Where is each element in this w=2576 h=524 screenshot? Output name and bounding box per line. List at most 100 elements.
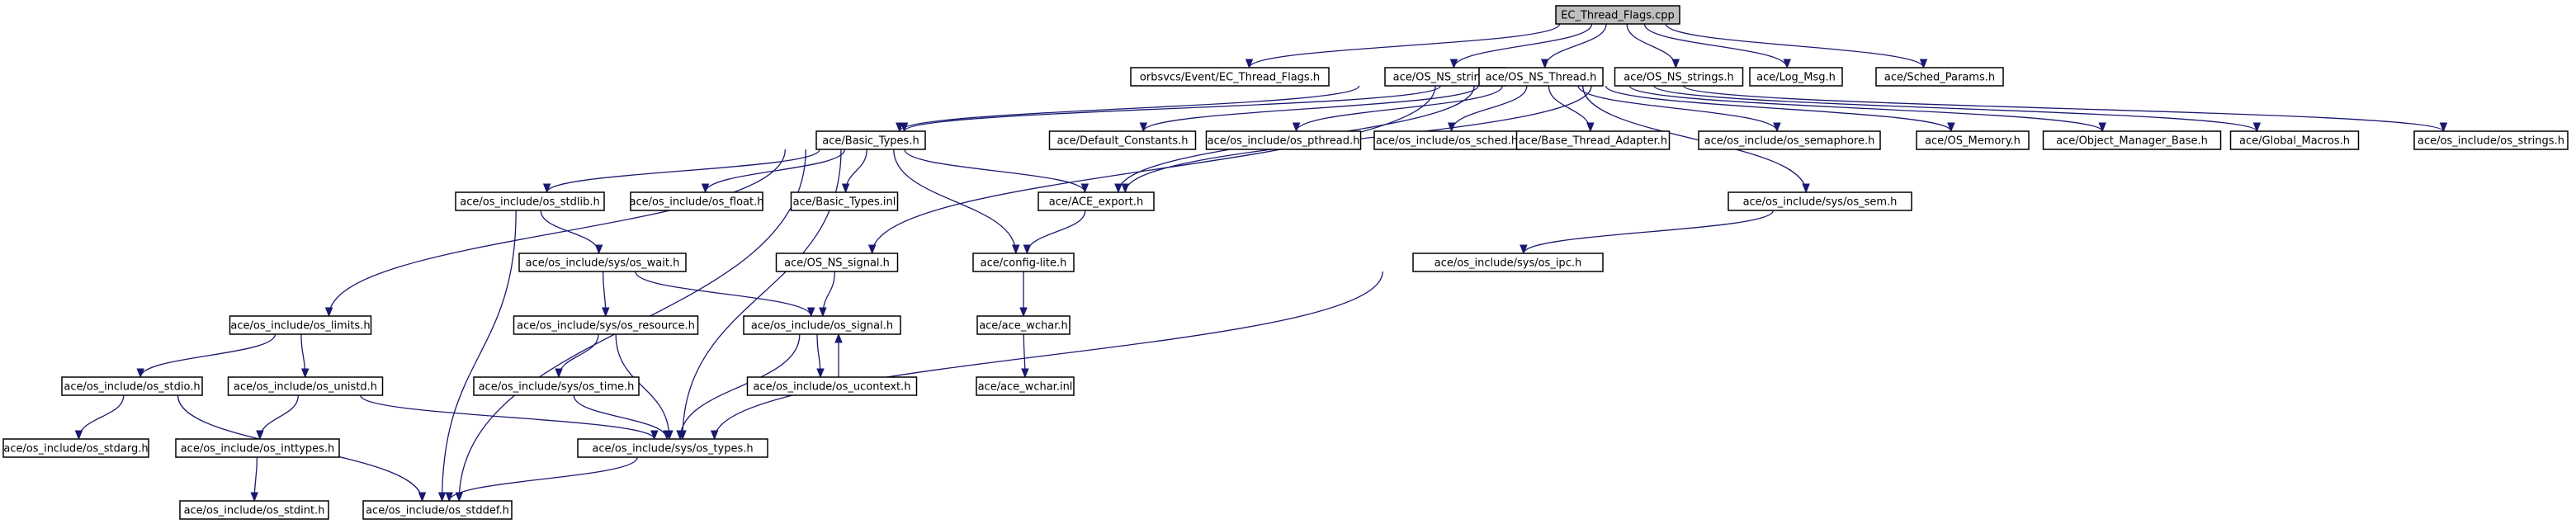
node-cfglite[interactable]: ace/config-lite.h (972, 253, 1075, 272)
edge-line (704, 149, 845, 193)
node-stdarg[interactable]: ace/os_include/os_stdarg.h (2, 438, 149, 458)
edge-basic-to-float (701, 149, 845, 194)
node-unistd[interactable]: ace/os_include/os_unistd.h (227, 376, 384, 396)
node-limits[interactable]: ace/os_include/os_limits.h (229, 315, 372, 335)
node-time[interactable]: ace/os_include/sys/os_time.h (473, 376, 640, 396)
node-nsstr[interactable]: ace/OS_NS_string.h (1384, 67, 1506, 87)
node-label: ace/os_include/os_float.h (629, 196, 763, 209)
node-osmem[interactable]: ace/OS_Memory.h (1916, 130, 2030, 150)
node-label: ace/os_include/sys/os_ipc.h (1435, 257, 1581, 270)
node-wait[interactable]: ace/os_include/sys/os_wait.h (518, 253, 687, 272)
arrowhead-icon (1802, 183, 1810, 194)
node-omb[interactable]: ace/Object_Manager_Base.h (2042, 130, 2222, 150)
node-nsstrings[interactable]: ace/OS_NS_strings.h (1614, 67, 1744, 87)
arrowhead-icon (437, 492, 447, 503)
node-box (1412, 253, 1604, 272)
arrowhead-icon (1019, 307, 1028, 318)
node-box (743, 315, 901, 335)
node-nssig[interactable]: ace/OS_NS_signal.h (775, 253, 899, 272)
node-osstrings[interactable]: ace/os_include/os_strings.h (2413, 130, 2569, 150)
node-basic[interactable]: ace/Basic_Types.h (815, 130, 926, 150)
node-label: orbsvcs/Event/EC_Thread_Flags.h (1140, 72, 1320, 84)
node-label: ace/os_include/os_strings.h (2418, 135, 2564, 148)
node-orb[interactable]: orbsvcs/Event/EC_Thread_Flags.h (1130, 67, 1330, 87)
node-export[interactable]: ace/ACE_export.h (1037, 191, 1155, 211)
node-sema[interactable]: ace/os_include/os_semaphore.h (1698, 130, 1881, 150)
arrowhead-icon (650, 430, 659, 441)
arrowhead-icon (300, 368, 310, 379)
edge-line (615, 333, 670, 440)
arrowhead-icon (896, 122, 904, 133)
arrowhead-icon (1773, 122, 1781, 133)
arrowhead-icon (1139, 122, 1148, 133)
arrowhead-icon (1919, 59, 1928, 69)
edge-basic-to-btinl (841, 149, 867, 194)
node-box (227, 376, 384, 396)
node-root[interactable]: EC_Thread_Flags.cpp (1555, 5, 1680, 25)
node-nsthread[interactable]: ace/OS_NS_Thread.h (1478, 67, 1604, 87)
node-label: ace/os_include/sys/os_wait.h (526, 257, 680, 270)
node-label: ace/os_include/os_semaphore.h (1704, 135, 1875, 148)
edge-line (635, 271, 812, 317)
edge-cfglite-to-wchar (1019, 271, 1028, 318)
node-box (1698, 130, 1881, 150)
edge-nsthread-to-nssig (867, 85, 1436, 255)
node-label: ace/os_include/os_ucontext.h (753, 381, 910, 394)
arrowhead-icon (555, 368, 563, 379)
node-signal[interactable]: ace/os_include/os_signal.h (743, 315, 901, 335)
arrowhead-icon (1080, 183, 1089, 194)
edge-line (1605, 85, 1952, 132)
node-wchar[interactable]: ace/ace_wchar.h (976, 315, 1071, 335)
arrowhead-icon (1783, 59, 1791, 69)
node-stdint[interactable]: ace/os_include/os_stdint.h (179, 500, 329, 520)
node-defconst[interactable]: ace/Default_Constants.h (1048, 130, 1197, 150)
edge-basic-to-export (904, 149, 1089, 194)
node-box (630, 191, 763, 211)
node-box (2042, 130, 2222, 150)
node-box (179, 500, 329, 520)
edge-line (139, 333, 277, 378)
node-label: ace/Basic_Types.inl (793, 196, 896, 209)
node-label: ace/os_include/os_limits.h (230, 320, 370, 333)
node-stdio[interactable]: ace/os_include/os_stdio.h (61, 376, 203, 396)
node-box (473, 376, 640, 396)
arrowhead-icon (816, 368, 825, 379)
node-stddef[interactable]: ace/os_include/os_stddef.h (362, 500, 513, 520)
node-bta[interactable]: ace/Base_Thread_Adapter.h (1515, 130, 1671, 150)
arrowhead-icon (418, 492, 427, 503)
arrowhead-icon (594, 244, 603, 255)
arrowhead-icon (324, 307, 333, 318)
node-ucontext[interactable]: ace/os_include/os_ucontext.h (746, 376, 918, 396)
arrowhead-icon (2252, 122, 2262, 133)
node-inttypes[interactable]: ace/os_include/os_inttypes.h (175, 438, 340, 458)
node-resource[interactable]: ace/os_include/sys/os_resource.h (513, 315, 699, 335)
node-syssem[interactable]: ace/os_include/sys/os_sem.h (1728, 191, 1912, 211)
node-label: ace/os_include/os_stdlib.h (460, 196, 599, 209)
node-label: ace/os_include/os_stdio.h (64, 381, 200, 394)
node-box (1515, 130, 1671, 150)
arrowhead-icon (1671, 59, 1680, 69)
node-btinl[interactable]: ace/Basic_Types.inl (790, 191, 899, 211)
node-label: ace/os_include/os_unistd.h (234, 381, 377, 394)
arrowhead-icon (74, 430, 83, 441)
node-types[interactable]: ace/os_include/sys/os_types.h (577, 438, 768, 458)
edge-types-to-stddef (445, 456, 638, 503)
node-box (1037, 191, 1155, 211)
node-stdlib[interactable]: ace/os_include/os_stdlib.h (455, 191, 605, 211)
edge-wchar-to-wcharinl (1021, 333, 1029, 379)
arrowhead-icon (2439, 122, 2448, 133)
node-gmac[interactable]: ace/Global_Macros.h (2229, 130, 2360, 150)
node-label: ace/os_include/sys/os_time.h (479, 381, 635, 394)
node-float[interactable]: ace/os_include/os_float.h (629, 191, 764, 211)
node-sched[interactable]: ace/Sched_Params.h (1875, 67, 2004, 87)
arrowhead-icon (250, 492, 258, 503)
node-logmsg[interactable]: ace/Log_Msg.h (1749, 67, 1843, 87)
node-ipc[interactable]: ace/os_include/sys/os_ipc.h (1412, 253, 1604, 272)
edge-nsthread-to-pthread (1292, 85, 1503, 133)
edge-line (1026, 210, 1086, 254)
node-wcharinl[interactable]: ace/ace_wchar.inl (976, 376, 1075, 396)
node-pthread[interactable]: ace/os_include/os_pthread.h (1205, 130, 1362, 150)
arrowhead-icon (256, 430, 264, 441)
node-ossched[interactable]: ace/os_include/os_sched.h (1373, 130, 1520, 150)
node-label: ace/OS_NS_Thread.h (1486, 72, 1597, 84)
